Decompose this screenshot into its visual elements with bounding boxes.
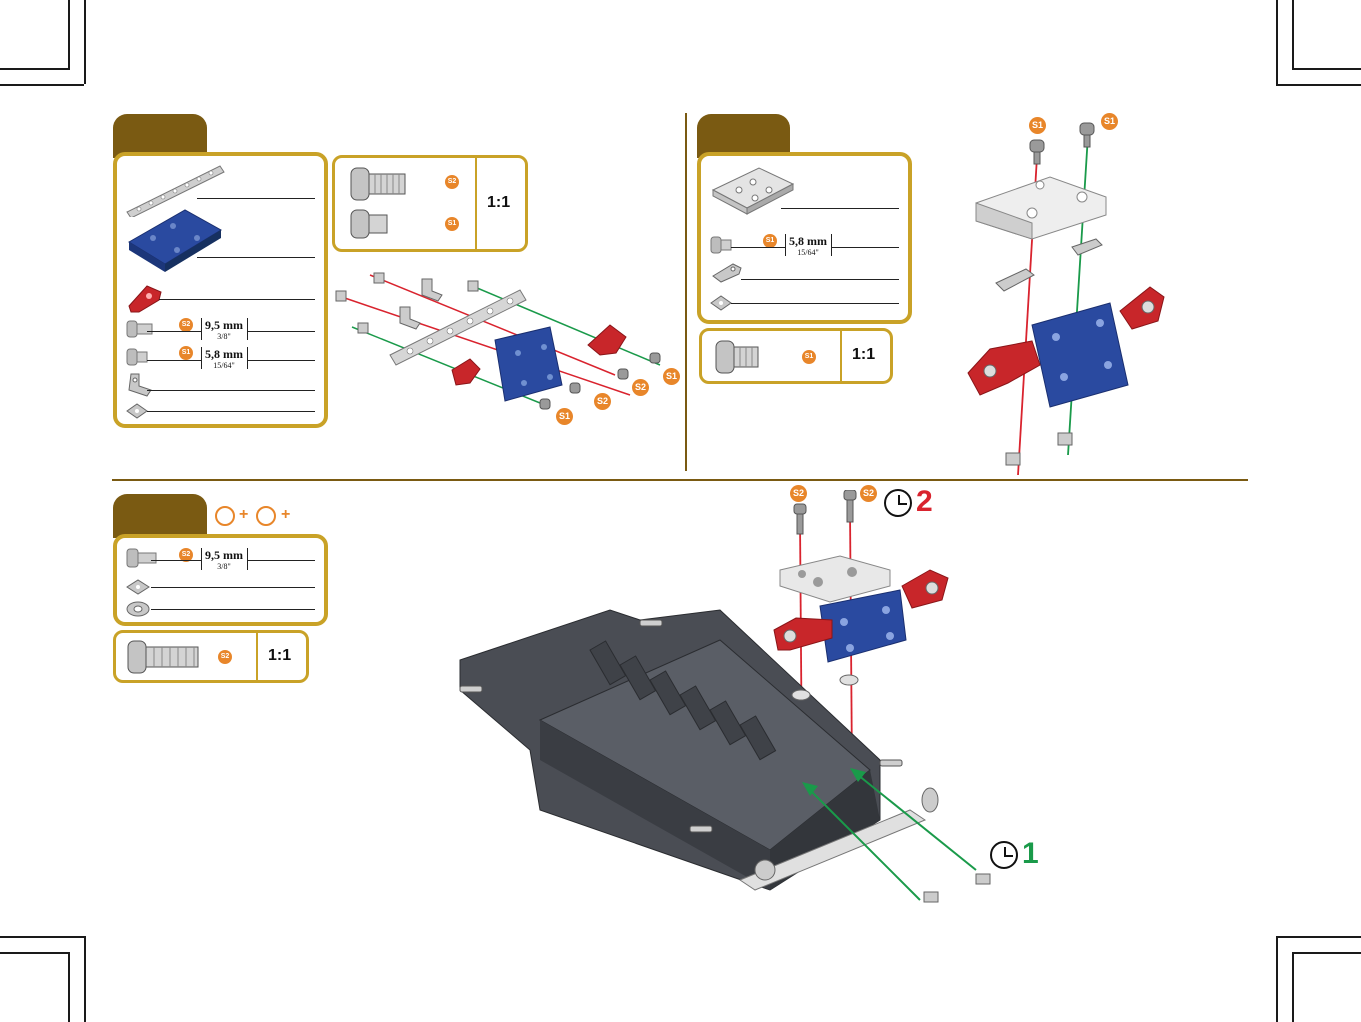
- crop-mark-top-right-h: [1276, 84, 1361, 86]
- step-c-tab: [113, 494, 207, 538]
- long-screw-icon: [126, 639, 202, 675]
- s1-badge: S1: [179, 346, 193, 360]
- long-screw-icon: [349, 166, 409, 202]
- s2-length: 9,5 mm: [201, 319, 247, 332]
- screw-s2-icon: [125, 318, 155, 340]
- timer-step-one: 1: [1022, 837, 1039, 871]
- prereq-circle-a: [215, 506, 235, 526]
- crop-mark-top-left-outer: [0, 0, 86, 84]
- step-a-callout-s2: S2: [594, 393, 611, 410]
- s1-leader-line-right: [247, 360, 315, 361]
- nut-leader-line: [731, 303, 899, 304]
- s2-length: 9,5 mm: [201, 549, 247, 562]
- washer-leader-line: [151, 609, 315, 610]
- step-a-callout-s2: S2: [632, 379, 649, 396]
- s2-measure: 9,5 mm 3/8": [201, 319, 247, 341]
- s2-leader-line-right: [247, 560, 315, 561]
- s1-measure: 5,8 mm 15/64": [785, 235, 831, 257]
- step-b-exploded-diagram: [960, 115, 1180, 480]
- timer-icon-first: [990, 841, 1018, 869]
- scale-s1-badge: S1: [802, 350, 816, 364]
- angle-bracket-icon: [709, 260, 745, 284]
- short-screw-icon: [714, 339, 774, 375]
- step-c-callout-s2: S2: [790, 485, 807, 502]
- step-c-parts-panel: S2 9,5 mm 3/8": [113, 534, 328, 626]
- scale-s2-badge: S2: [218, 650, 232, 664]
- angle-bracket-leader-line: [147, 390, 315, 391]
- measure-divider: [247, 548, 248, 570]
- strip-leader-line: [197, 198, 315, 199]
- step-b-scale-box: S1 1:1: [699, 328, 893, 384]
- angle-bracket-icon: [125, 372, 155, 398]
- step-c-scale-box: S2 1:1: [113, 630, 309, 683]
- s1-measure: 5,8 mm 15/64": [201, 348, 247, 370]
- step-b-parts-panel: S1 5,8 mm 15/64": [697, 152, 912, 324]
- step-a-callout-s1: S1: [556, 408, 573, 425]
- timer-step-two: 2: [916, 485, 933, 519]
- scale-ratio: 1:1: [487, 194, 510, 212]
- s1-length: 5,8 mm: [785, 235, 831, 248]
- s1-length: 5,8 mm: [201, 348, 247, 361]
- s1-badge: S1: [763, 234, 777, 248]
- square-nut-icon: [709, 294, 733, 312]
- crop-mark-top-left-h: [0, 84, 84, 86]
- crop-mark-top-right-outer: [1276, 0, 1361, 84]
- step-a-scale-box: S2 S1 1:1: [332, 155, 528, 252]
- step-a-parts-panel: S2 9,5 mm 3/8" S1 5,8 mm 15/64": [113, 152, 328, 428]
- scale-divider: [840, 331, 842, 381]
- step-b-callout-s1: S1: [1029, 117, 1046, 134]
- angle-bracket-leader-line: [741, 279, 899, 280]
- nut-leader-line: [151, 587, 315, 588]
- crop-mark-bottom-left-outer: [0, 936, 86, 1022]
- scale-s1-badge: S1: [445, 217, 459, 231]
- s1-leader-line: [147, 360, 201, 361]
- s2-leader-line: [147, 331, 201, 332]
- screw-s2-icon: [125, 546, 159, 570]
- s2-leader-line: [151, 560, 201, 561]
- scale-ratio: 1:1: [852, 346, 875, 364]
- s2-inch: 3/8": [201, 562, 247, 571]
- block-leader-line: [781, 208, 899, 209]
- prereq-plus: +: [281, 506, 290, 524]
- square-nut-icon: [125, 578, 151, 596]
- scale-divider: [256, 633, 258, 680]
- screw-s1-icon: [709, 234, 739, 256]
- step-c-callout-s2: S2: [860, 485, 877, 502]
- scale-divider: [475, 158, 477, 249]
- timer-icon-second: [884, 489, 912, 517]
- scale-ratio: 1:1: [268, 647, 291, 665]
- screw-s1-icon: [125, 346, 155, 368]
- measure-divider: [247, 318, 248, 340]
- crop-mark-bottom-right-outer: [1276, 936, 1361, 1022]
- s1-leader-line: [731, 247, 785, 248]
- plate-leader-line: [197, 257, 315, 258]
- prereq-circle-b: [256, 506, 276, 526]
- measure-divider: [247, 347, 248, 369]
- bracket-leader-line: [159, 299, 315, 300]
- s2-inch: 3/8": [201, 332, 247, 341]
- s2-badge: S2: [179, 318, 193, 332]
- step-c-assembly-diagram: [440, 490, 1000, 910]
- s1-inch: 15/64": [785, 248, 831, 257]
- prereq-plus: +: [239, 506, 248, 524]
- s2-leader-line-right: [247, 331, 315, 332]
- square-nut-icon: [125, 402, 149, 420]
- step-a-exploded-diagram: [330, 265, 685, 435]
- blue-plate-icon: [125, 204, 225, 274]
- step-b-callout-s1: S1: [1101, 113, 1118, 130]
- nut-leader-line: [147, 411, 315, 412]
- s1-leader-line-right: [831, 247, 899, 248]
- vertical-separator: [685, 113, 687, 471]
- step-a-callout-s1: S1: [663, 368, 680, 385]
- s2-measure: 9,5 mm 3/8": [201, 549, 247, 571]
- scale-s2-badge: S2: [445, 175, 459, 189]
- measure-divider: [831, 234, 832, 256]
- washer-icon: [125, 600, 151, 618]
- s1-inch: 15/64": [201, 361, 247, 370]
- short-screw-icon: [349, 208, 409, 240]
